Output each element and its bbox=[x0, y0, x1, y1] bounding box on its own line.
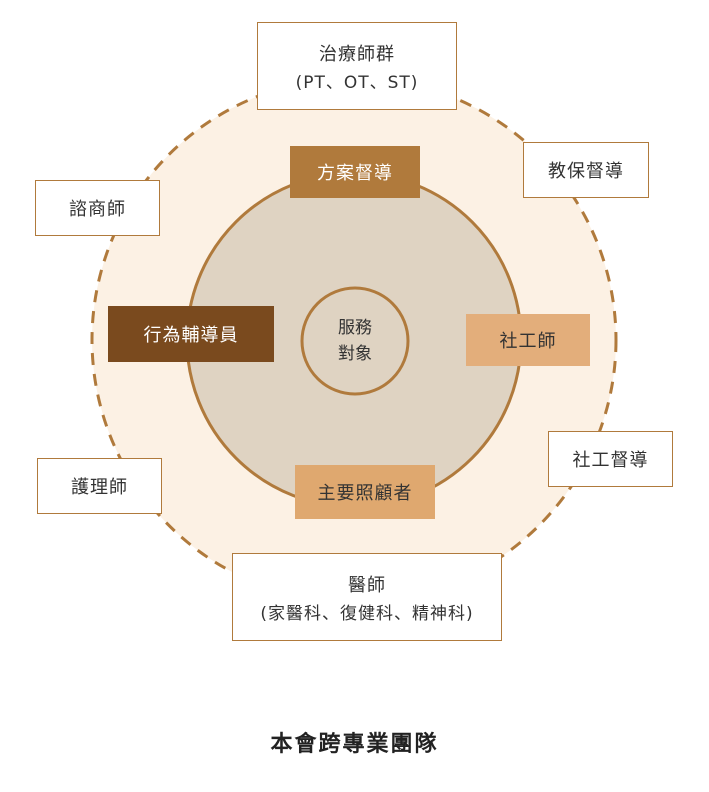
service-target: 服務 對象 bbox=[300, 286, 410, 396]
node-nurse: 護理師 bbox=[37, 458, 162, 514]
node-physician: 醫師 (家醫科、復健科、精神科) bbox=[232, 553, 502, 641]
node-behavior-counselor-label: 行為輔導員 bbox=[143, 325, 239, 346]
node-social-work-supervisor: 社工督導 bbox=[548, 431, 673, 487]
node-nurse-label: 護理師 bbox=[71, 477, 128, 498]
node-therapists-line1: 治療師群 bbox=[319, 43, 395, 65]
node-social-worker: 社工師 bbox=[466, 314, 590, 366]
node-education-supervisor: 教保督導 bbox=[523, 142, 649, 198]
node-primary-caregiver-label: 主要照顧者 bbox=[317, 483, 413, 504]
diagram-caption: 本會跨專業團隊 bbox=[270, 732, 439, 757]
node-therapists-line2: (PT、OT、ST) bbox=[295, 72, 419, 93]
node-therapists: 治療師群 (PT、OT、ST) bbox=[257, 22, 457, 110]
node-physician-line1: 醫師 bbox=[348, 574, 386, 596]
node-program-supervisor: 方案督導 bbox=[290, 146, 420, 198]
service-target-line2: 對象 bbox=[338, 344, 372, 364]
node-social-work-supervisor-label: 社工督導 bbox=[572, 450, 649, 471]
service-target-line1: 服務 bbox=[338, 318, 372, 338]
node-primary-caregiver: 主要照顧者 bbox=[295, 465, 435, 519]
node-counselor-label: 諮商師 bbox=[69, 199, 126, 220]
node-program-supervisor-label: 方案督導 bbox=[317, 163, 393, 184]
center-circle bbox=[300, 286, 410, 396]
node-education-supervisor-label: 教保督導 bbox=[548, 161, 624, 182]
node-physician-line2: (家醫科、復健科、精神科) bbox=[260, 603, 474, 624]
node-behavior-counselor: 行為輔導員 bbox=[108, 306, 274, 362]
node-counselor: 諮商師 bbox=[35, 180, 160, 236]
node-social-worker-label: 社工師 bbox=[499, 331, 557, 352]
